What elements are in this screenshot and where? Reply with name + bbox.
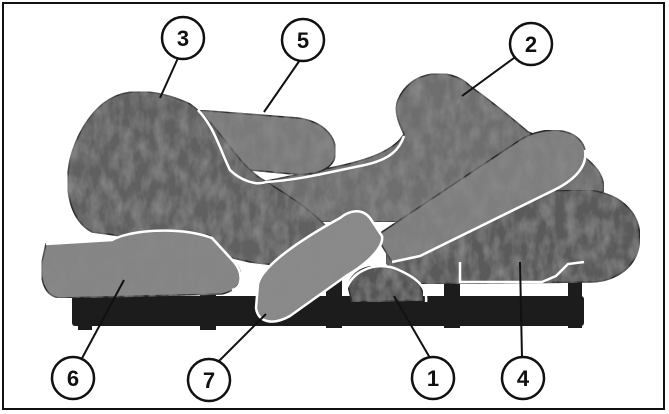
callout-3: 3 (160, 17, 204, 98)
log-6 (42, 231, 241, 298)
callout-2-number: 2 (525, 32, 537, 57)
callout-1-number: 1 (427, 366, 439, 391)
callout-5-number: 5 (297, 28, 309, 53)
callout-7-number: 7 (203, 368, 215, 393)
callout-7: 7 (188, 314, 266, 401)
callout-6-number: 6 (67, 366, 79, 391)
callout-2: 2 (462, 23, 552, 96)
callout-3-number: 3 (177, 26, 189, 51)
callout-4-number: 4 (517, 366, 530, 391)
callout-5: 5 (264, 19, 324, 112)
